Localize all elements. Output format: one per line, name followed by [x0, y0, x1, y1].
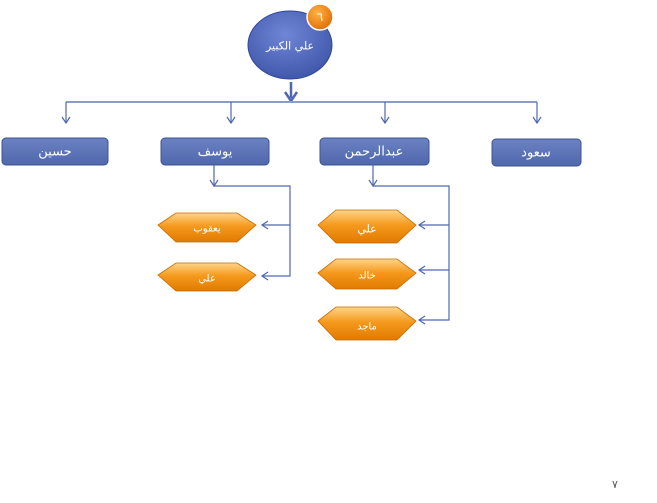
node-husayn[interactable]: حسين — [1, 137, 109, 166]
node-label: عبدالرحمن — [345, 145, 404, 160]
node-label: علي — [357, 223, 376, 236]
page-number: ٧ — [612, 478, 618, 491]
arrow-khalid — [417, 265, 426, 275]
abdulrahman-branch-line — [373, 185, 450, 321]
node-label: خالد — [358, 271, 376, 282]
connectors — [61, 82, 542, 325]
node-yaqub[interactable]: يعقوب — [157, 212, 257, 243]
arrow-abdulrahman — [380, 116, 390, 125]
node-saud[interactable]: سعود — [491, 138, 582, 167]
node-label: حسين — [38, 145, 71, 160]
arrow-saud — [532, 116, 542, 125]
node-majid[interactable]: ماجد — [317, 306, 417, 341]
node-label: علي — [198, 274, 216, 285]
root-badge: ٦ — [306, 3, 334, 31]
arrow-yusuf — [226, 116, 236, 125]
node-label: سعود — [521, 146, 551, 161]
yusuf-branch-line — [214, 185, 291, 277]
node-label: يوسف — [198, 145, 233, 160]
arrow-majid — [417, 315, 426, 325]
arrow-yaqub — [260, 220, 269, 230]
root-node[interactable]: علي الكبير — [247, 10, 333, 80]
node-abdulrahman[interactable]: عبدالرحمن — [319, 137, 430, 166]
node-label: يعقوب — [193, 224, 220, 235]
arrow-ali-1 — [260, 271, 269, 281]
node-yusuf[interactable]: يوسف — [160, 137, 270, 166]
node-ali-yusuf[interactable]: علي — [157, 262, 257, 292]
arrow-ali-2 — [417, 220, 426, 230]
root-label: علي الكبير — [265, 40, 314, 53]
badge-number: ٦ — [317, 10, 323, 24]
node-label: ماجد — [357, 322, 377, 333]
arrow-husayn — [61, 116, 71, 125]
node-khalid[interactable]: خالد — [317, 258, 417, 290]
node-ali-abdulrahman[interactable]: علي — [317, 209, 417, 244]
